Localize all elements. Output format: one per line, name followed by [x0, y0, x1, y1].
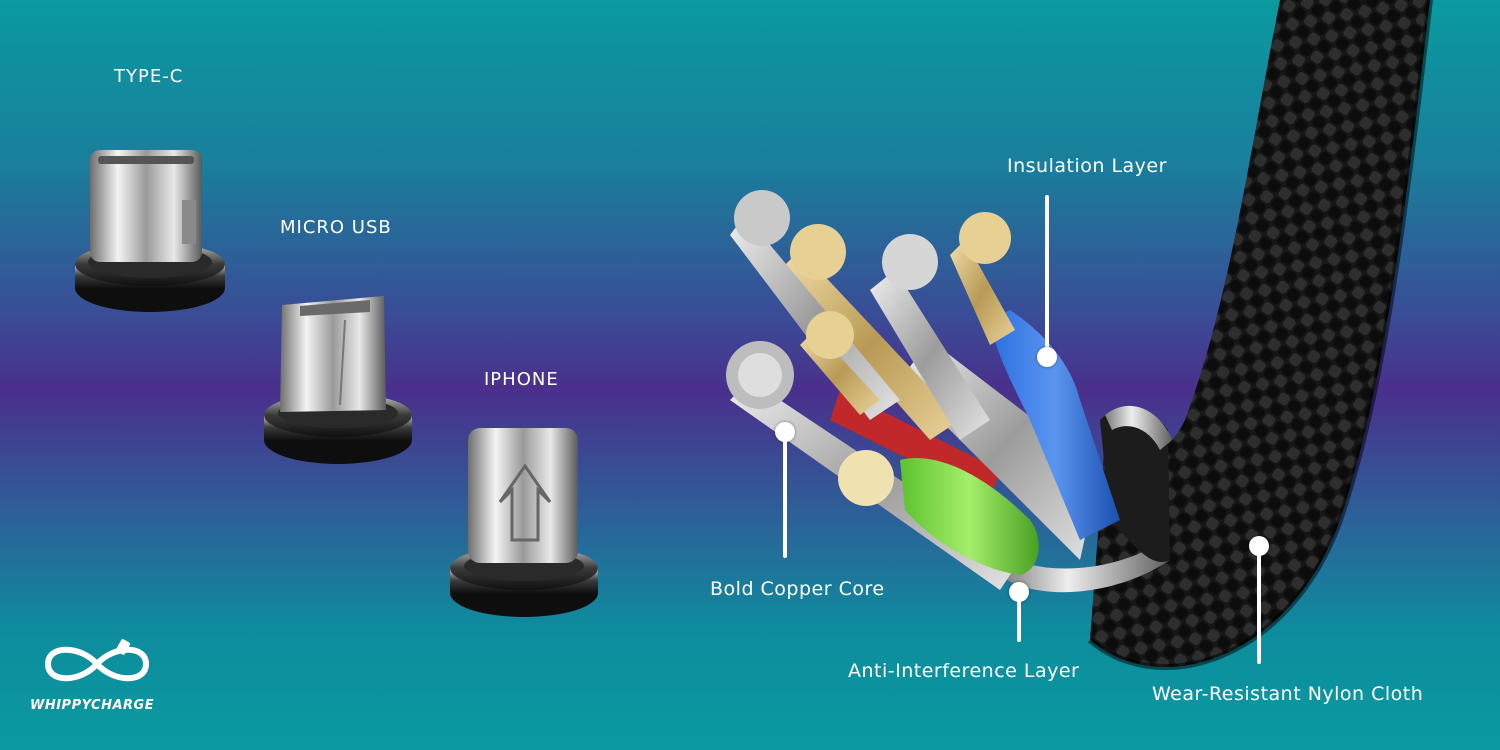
- micro-usb-connector: [264, 296, 412, 464]
- infinity-cable-icon: [44, 639, 150, 682]
- copper-core-label: Bold Copper Core: [710, 578, 885, 600]
- anti-interference-leader: [1017, 592, 1021, 642]
- type-c-label: TYPE-C: [114, 66, 184, 87]
- type-c-connector: [75, 150, 225, 312]
- nylon-cloth-label: Wear-Resistant Nylon Cloth: [1152, 683, 1424, 705]
- insulation-layer-leader: [1045, 195, 1049, 355]
- insulation-layer-dot: [1037, 347, 1057, 367]
- iphone-label: IPHONE: [484, 369, 559, 390]
- anti-interference-ring: [1000, 405, 1172, 593]
- micro-usb-label: MICRO USB: [280, 217, 392, 238]
- copper-core-leader: [783, 432, 787, 558]
- insulation-layer-label: Insulation Layer: [1007, 155, 1167, 177]
- inner-wires: [726, 190, 1120, 590]
- lightning-connector: [450, 428, 598, 617]
- nylon-cloth-leader: [1257, 546, 1261, 664]
- anti-interference-label: Anti-Interference Layer: [848, 660, 1080, 682]
- brand-name: WHIPPYCHARGE: [30, 698, 155, 713]
- braided-cable: [1088, 0, 1433, 670]
